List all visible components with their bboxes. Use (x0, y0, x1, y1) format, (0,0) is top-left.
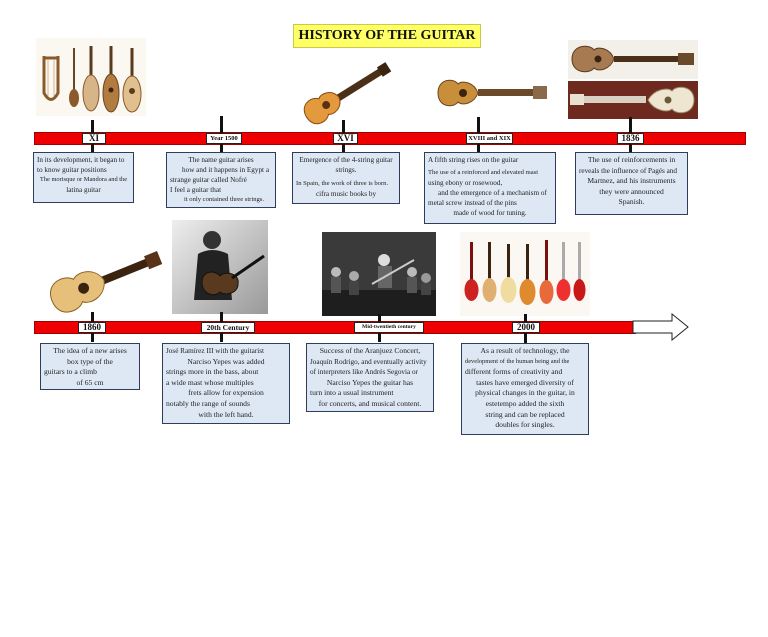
timeline-label-1860: 1860 (78, 322, 106, 333)
timeline-label-20th-century: 20th Century (201, 322, 255, 333)
note-text: they were announced (599, 186, 664, 196)
note-text: The idea of a new arises (53, 346, 127, 355)
baroque-guitar-image (298, 58, 393, 126)
note-box-xvi: Emergence of the 4-string guitar strings… (292, 152, 400, 204)
note-text: José Ramírez III with the guitarist (166, 347, 265, 355)
note-text: and the emergence of a mechanism of (438, 189, 547, 197)
note-text: In Spain, the work of three is born. (296, 180, 389, 187)
note-text: I feel a guitar that (170, 186, 222, 194)
note-text: of 65 cm (76, 377, 104, 387)
note-text: latina guitar (66, 186, 101, 194)
note-text: Joaquín Rodrigo, and eventually activity (310, 357, 427, 366)
note-text: notably the range of sounds (166, 398, 250, 408)
note-text: estetempo added the sixth (485, 398, 565, 408)
note-text: Success of the Aranjuez Concert, (319, 346, 421, 355)
note-text: Narciso Yepes was added (187, 356, 265, 366)
note-text: with the left hand. (198, 409, 254, 419)
note-text: of interpreters like Andrés Segovia or (310, 368, 418, 377)
guitar-1836-back-image (568, 81, 698, 119)
concert-photo (322, 232, 436, 316)
note-text: physical changes in the guitar, in (475, 388, 575, 398)
note-text: strings more in the bass, about (166, 367, 259, 377)
note-text: Martnez, and his instruments (587, 176, 676, 186)
note-box-year-1500: The name guitar arises how and it happen… (166, 152, 276, 208)
note-text: for concerts, and musical content. (318, 398, 422, 408)
note-text: frets allow for expension (188, 388, 264, 398)
note-text: metal screw instead of the pins (428, 199, 517, 207)
note-text: guitars to a climb (44, 367, 97, 377)
note-box-1836: The use of reinforcements in reveals the… (575, 152, 688, 215)
page-title: HISTORY OF THE GUITAR (293, 24, 481, 48)
note-box-1860: The idea of a new arises box type of the… (40, 343, 140, 390)
timeline-label-1836: 1836 (617, 133, 644, 144)
note-text: cifra music books by (315, 190, 377, 198)
timeline-label-mid-twentieth-century: Mid-twentieth century (354, 322, 424, 333)
note-text: strings. (335, 166, 357, 174)
timeline-label-xvi: XVI (333, 133, 358, 144)
note-text: to know guitar positions (37, 166, 107, 174)
note-box-xviii-xix: A fifth string rises on the guitar The u… (424, 152, 556, 224)
note-box-20th-century: José Ramírez III with the guitarist Narc… (162, 343, 290, 424)
guitar-1860-image (44, 240, 168, 314)
timeline-bar-bottom (34, 321, 636, 334)
note-text: As a result of technology, the (480, 346, 570, 355)
note-text: it only contained three strings. (184, 196, 265, 203)
note-text: strange guitar called Nofré (170, 176, 247, 184)
note-text: doubles for singles. (495, 420, 555, 430)
note-box-xi: In its development, it began to to know … (33, 152, 134, 203)
note-text: Narciso Yepes the guitar has (326, 377, 414, 387)
note-text: turn into a usual instrument (310, 388, 394, 398)
timeline-label-xi: XI (82, 133, 106, 144)
eighteenth-century-guitar-image (436, 72, 548, 114)
note-text: string and can be replaced (485, 409, 565, 419)
guitarist-photo (172, 220, 268, 314)
note-text: Emergence of the 4-string guitar (299, 156, 393, 164)
timeline-label-2000: 2000 (512, 322, 540, 333)
note-text: The morisque or Mandora and the (39, 176, 128, 183)
note-text: The use of reinforcements in (587, 155, 676, 164)
note-text: made of wood for tuning. (453, 209, 527, 217)
note-text: reveals the influence of Pagés and (579, 166, 677, 175)
guitar-1836-front-image (568, 40, 698, 79)
timeline-label-year-1500: Year 1500 (206, 133, 242, 144)
timeline-label-xviii-xix: XVIII and XIX (466, 133, 513, 144)
note-text: using ebony or rosewood, (428, 179, 503, 187)
note-text: In its development, it began to (37, 156, 125, 164)
note-text: The name guitar arises (188, 156, 254, 164)
note-text: tastes have emerged diversity of (476, 377, 574, 387)
note-text: a wide mast whose multiples (166, 377, 254, 387)
note-text: The use of a reinforced and elevated mas… (428, 169, 539, 176)
note-text: how and it happens in Egypt a (182, 166, 270, 174)
timeline-arrow-icon (632, 312, 690, 342)
note-text: different forms of creativity and (465, 367, 563, 377)
note-text: Spanish. (618, 197, 645, 207)
early-instruments-image (36, 38, 146, 116)
note-box-2000: As a result of technology, the developme… (461, 343, 589, 435)
modern-guitars-image (460, 232, 590, 316)
note-text: development of the human being and the (465, 357, 570, 365)
note-text: A fifth string rises on the guitar (428, 156, 519, 164)
note-box-mid-twentieth-century: Success of the Aranjuez Concert, Joaquín… (306, 343, 434, 412)
note-text: box type of the (67, 356, 113, 366)
